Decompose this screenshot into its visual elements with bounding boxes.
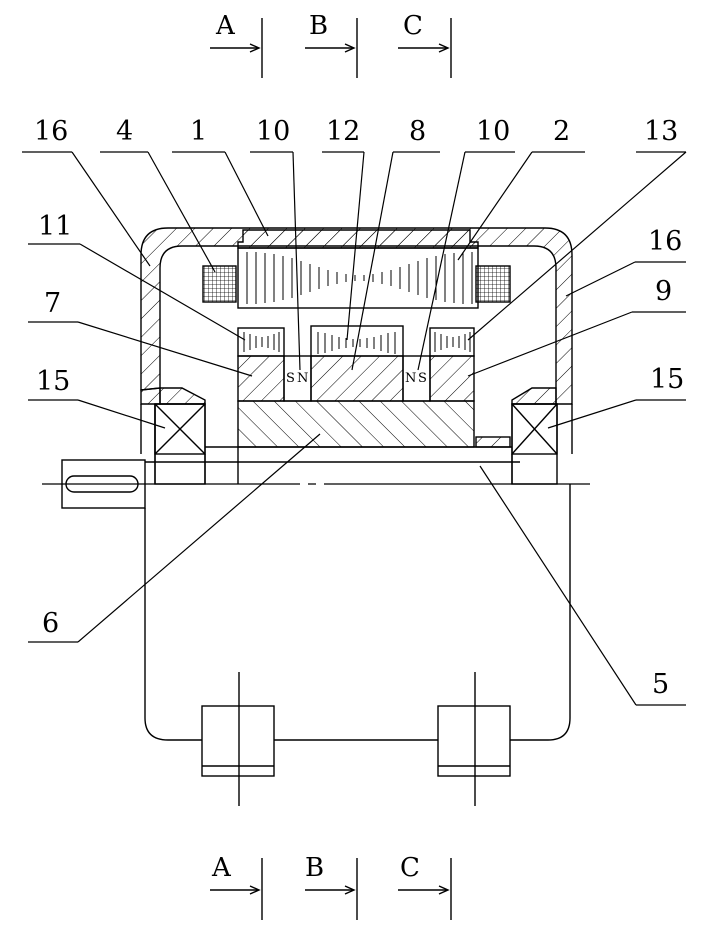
callout-16-right: 16 [648,226,682,257]
pole-s-left: S [286,371,295,386]
callout-2: 2 [553,116,570,147]
winding-4-right [475,265,511,303]
section-label-b-bottom: B [305,853,324,883]
pole-n-left: N [297,371,308,386]
callout-13: 13 [644,116,678,147]
callout-15-right: 15 [650,364,684,395]
callout-12: 12 [326,116,360,147]
callout-11: 11 [38,211,72,242]
callout-8: 8 [409,116,426,147]
shaft-key [61,459,146,509]
section-marks-bottom [210,858,452,920]
shaft-5 [42,404,590,485]
section-label-a-bottom: A [211,853,232,883]
callout-5: 5 [652,669,669,700]
callout-16-left: 16 [34,116,68,147]
winding-4-left [202,265,237,303]
bearing-15-right [511,403,558,485]
callout-6: 6 [42,608,59,639]
callout-10-right: 10 [476,116,510,147]
coil-11 [237,327,285,357]
spacer [475,436,511,448]
stator-core [237,229,479,309]
section-label-b-top: B [309,11,328,41]
callout-10-left: 10 [256,116,290,147]
rotor-9 [429,355,475,402]
pole-s-right: S [418,371,427,386]
section-label-a-top: A [215,11,236,41]
coil-13 [429,327,475,357]
housing-16 [140,227,573,405]
section-label-c-bottom: C [400,853,420,883]
callout-1: 1 [190,116,207,147]
bearing-15-left [154,403,206,485]
callout-4: 4 [116,116,133,147]
leader-lines [22,151,687,706]
callout-7: 7 [44,288,61,319]
callout-15-left: 15 [36,366,70,397]
section-label-c-top: C [403,11,423,41]
callout-9: 9 [655,276,672,307]
section-marks-top [210,18,452,78]
pole-n-right: N [405,371,416,386]
rotor-8 [310,355,404,402]
rotor-7 [237,355,285,402]
lower-body [144,484,571,806]
hub-6 [237,400,475,448]
